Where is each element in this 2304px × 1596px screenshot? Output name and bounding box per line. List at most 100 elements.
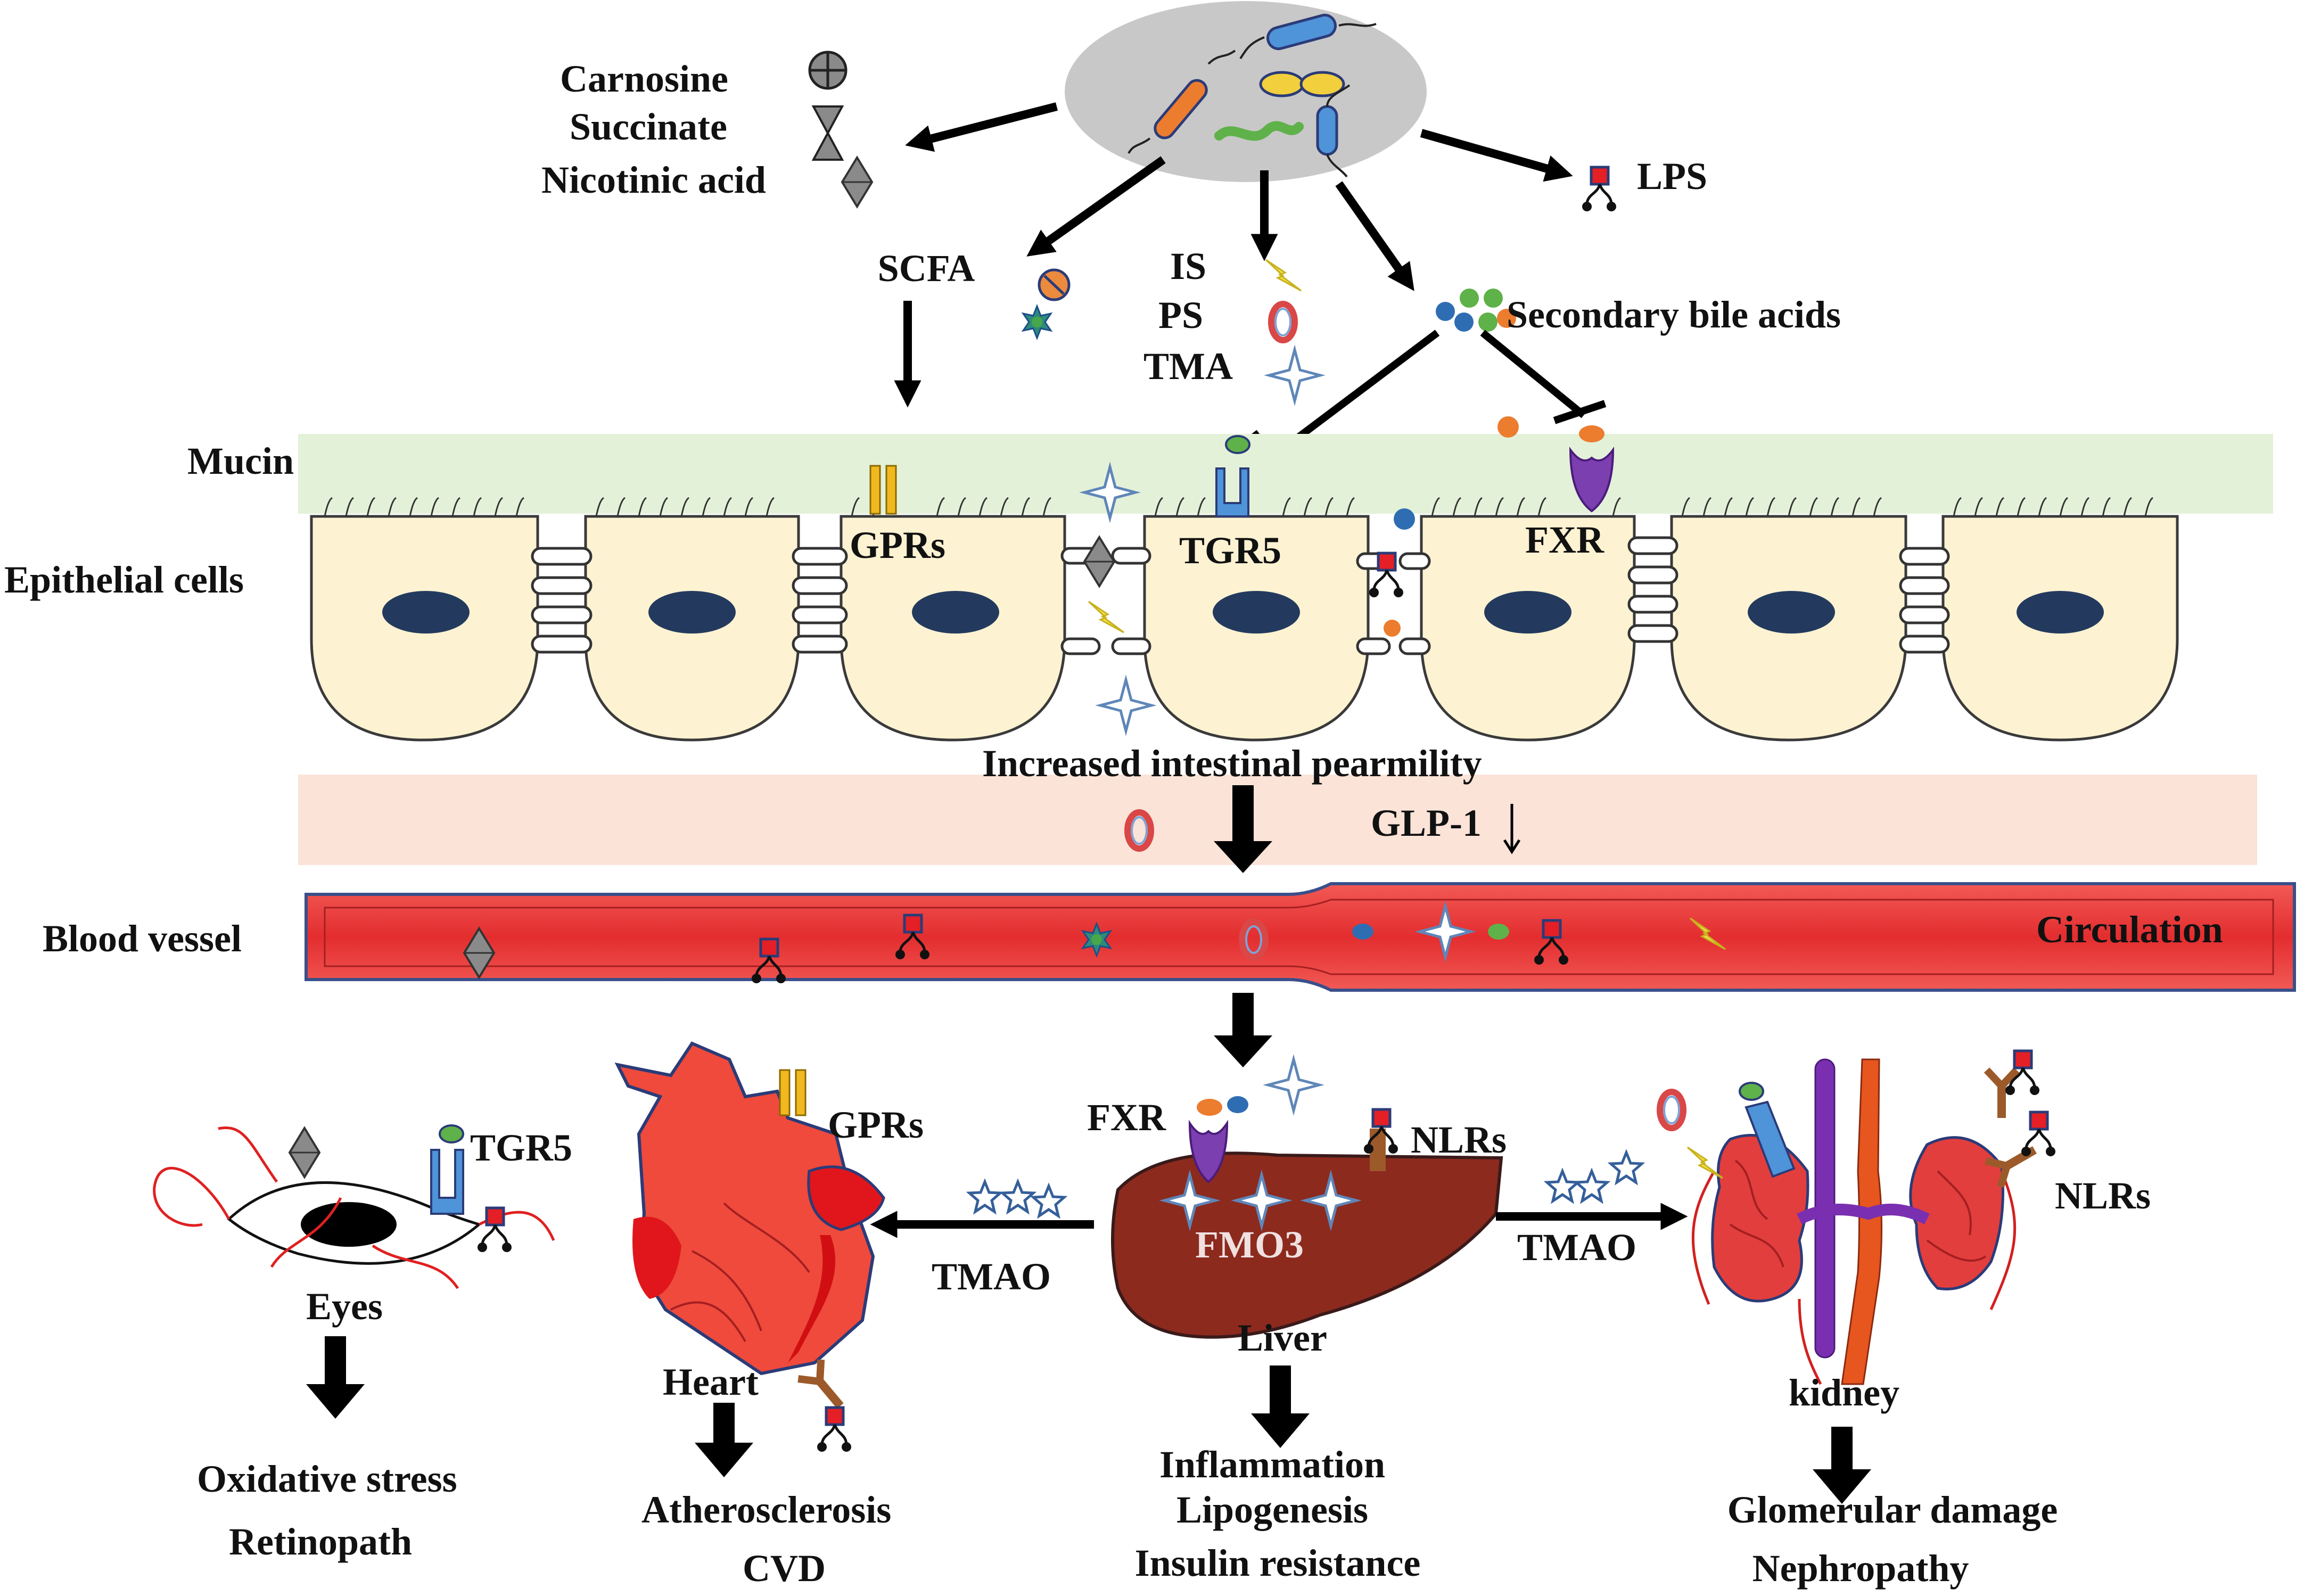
- tight-junctions: [531, 536, 1950, 655]
- label-increased-permeability: Increased intestinal pearmility: [982, 742, 1482, 785]
- leak-orange-dot: [1384, 620, 1401, 637]
- nicotinic-acid-icon: [841, 157, 873, 208]
- label-succinate: Succinate: [570, 105, 727, 148]
- kidney-bolt-icon: [1686, 1146, 1724, 1179]
- label-tmao-heart: TMAO: [932, 1255, 1051, 1298]
- blood-blue-dot: [1352, 924, 1373, 940]
- kidney-lps-icon-right: [2021, 1112, 2055, 1156]
- eye-outcome-oxidative-stress: Oxidative stress: [197, 1458, 457, 1500]
- label-scfa: SCFA: [878, 247, 975, 290]
- lps-icon: [1582, 167, 1616, 211]
- label-fxr-gut: FXR: [1525, 519, 1604, 561]
- label-tmao-kidney: TMAO: [1517, 1226, 1636, 1269]
- label-lps: LPS: [1637, 155, 1707, 198]
- label-eyes: Eyes: [306, 1285, 383, 1328]
- heart-gpr-receptor-icon: [779, 1069, 807, 1116]
- blood-vessel: [305, 882, 2296, 992]
- eye-down-arrow: [306, 1336, 365, 1419]
- leak-bolt-icon: [1088, 600, 1125, 634]
- scfa-spiky-icon: [1022, 305, 1052, 339]
- fxr-receptor-icon: [1569, 425, 1615, 513]
- tmao-heart-star-1: [969, 1182, 1000, 1212]
- label-liver: Liver: [1238, 1317, 1327, 1359]
- tmao-kidney-star-3: [1611, 1153, 1642, 1182]
- label-is: IS: [1170, 245, 1206, 287]
- label-blood-vessel: Blood vessel: [43, 917, 242, 960]
- heart-moon-icon: [780, 1023, 799, 1059]
- label-gprs-gut: GPRs: [850, 524, 945, 566]
- label-secondary-bile-acids: Secondary bile acids: [1507, 293, 1841, 336]
- label-mucin: Mucin: [187, 440, 294, 482]
- eye-illustration: [153, 1126, 555, 1289]
- rod-bacterium-icon: [1128, 50, 1236, 154]
- kidney-outcome-nephropathy: Nephropathy: [1752, 1547, 1969, 1590]
- label-ps: PS: [1158, 294, 1203, 336]
- is-bolt-icon: [1265, 259, 1302, 292]
- heart-outcome-cvd: CVD: [743, 1547, 826, 1590]
- scfa-no-icon: [1038, 268, 1071, 301]
- tmao-kidney-star-1: [1547, 1171, 1578, 1201]
- kidney-down-arrow: [1813, 1427, 1871, 1504]
- label-nicotinic-acid: Nicotinic acid: [541, 159, 766, 201]
- kidney-outcome-glomerular-damage: Glomerular damage: [1727, 1488, 2058, 1531]
- label-tma: TMA: [1143, 345, 1233, 388]
- label-nlrs-liver: NLRs: [1411, 1118, 1507, 1161]
- bile-acid-blue-dot: [1394, 508, 1415, 530]
- mucin-layer: [298, 434, 2273, 514]
- label-epithelial-cells: Epithelial cells: [4, 558, 244, 601]
- gpr-receptor-icon: [869, 465, 897, 515]
- tmao-heart-star-2: [1002, 1182, 1033, 1212]
- leak-star-icon-2: [1100, 680, 1151, 731]
- liver-down-arrow: [1251, 1365, 1310, 1448]
- eye-tgr5-receptor-icon: [430, 1124, 464, 1215]
- green-spirochete-icon: [1214, 121, 1304, 141]
- label-heart: Heart: [663, 1361, 759, 1403]
- eye-outcome-retinopath: Retinopath: [229, 1520, 412, 1563]
- down-arrow-to-vessel: [1214, 785, 1272, 873]
- kidney-tgr5-receptor-icon: [1739, 1082, 1796, 1178]
- bile-acid-icon: [1436, 289, 1516, 332]
- label-kidney: kidney: [1789, 1371, 1899, 1414]
- tgr5-receptor-icon: [1215, 435, 1250, 517]
- label-glp1: GLP-1: [1371, 802, 1482, 844]
- label-gprs-heart: GPRs: [828, 1104, 924, 1146]
- label-circulation: Circulation: [2036, 908, 2223, 951]
- liver-star-4: [1268, 1059, 1319, 1110]
- heart-down-arrow: [695, 1403, 753, 1477]
- bile-acid-orange-dot: [1497, 416, 1519, 438]
- label-fmo3: FMO3: [1195, 1223, 1304, 1266]
- blue-bacterium-icon: [1239, 13, 1377, 60]
- small-blue-bacterium-icon: [1316, 84, 1351, 178]
- liver-illustration: [1111, 1151, 1503, 1339]
- down-arrow-to-liver: [1214, 993, 1272, 1067]
- liver-outcome-insulin-resistance: Insulin resistance: [1135, 1542, 1421, 1584]
- gut-microbiota-cloud: [1065, 1, 1427, 182]
- microvilli: [324, 497, 2153, 517]
- tma-star-icon: [1269, 350, 1320, 401]
- label-fxr-liver: FXR: [1087, 1096, 1166, 1139]
- yellow-cocci-icon: [1259, 71, 1345, 97]
- glp1-down-arrow-icon: [1503, 804, 1521, 854]
- label-nlrs-kidney: NLRs: [2055, 1174, 2151, 1217]
- leak-diamond-icon: [1083, 536, 1115, 587]
- lamina-propria-band: [298, 775, 2257, 865]
- tmao-kidney-star-2: [1576, 1171, 1607, 1201]
- heart-lps-icon: [817, 1408, 851, 1452]
- kidney-illustration: [1691, 1058, 2017, 1385]
- eye-diamond-icon: [289, 1127, 320, 1178]
- tmao-heart-star-3: [1033, 1186, 1064, 1216]
- label-tgr5-eye: TGR5: [470, 1126, 572, 1169]
- carnosine-icon: [808, 51, 847, 90]
- nuclei: [382, 591, 2104, 634]
- heart-illustration: [614, 1041, 885, 1376]
- liver-fxr-receptor-icon: [1188, 1096, 1248, 1183]
- label-tgr5-gut: TGR5: [1179, 529, 1281, 572]
- succinate-icon: [811, 105, 844, 161]
- kidney-ring-icon: [1660, 1092, 1683, 1128]
- liver-outcome-inflammation: Inflammation: [1159, 1443, 1385, 1486]
- liver-outcome-lipogenesis: Lipogenesis: [1176, 1488, 1368, 1531]
- ps-ring-icon: [1271, 304, 1295, 340]
- heart-outcome-atherosclerosis: Atherosclerosis: [641, 1488, 891, 1531]
